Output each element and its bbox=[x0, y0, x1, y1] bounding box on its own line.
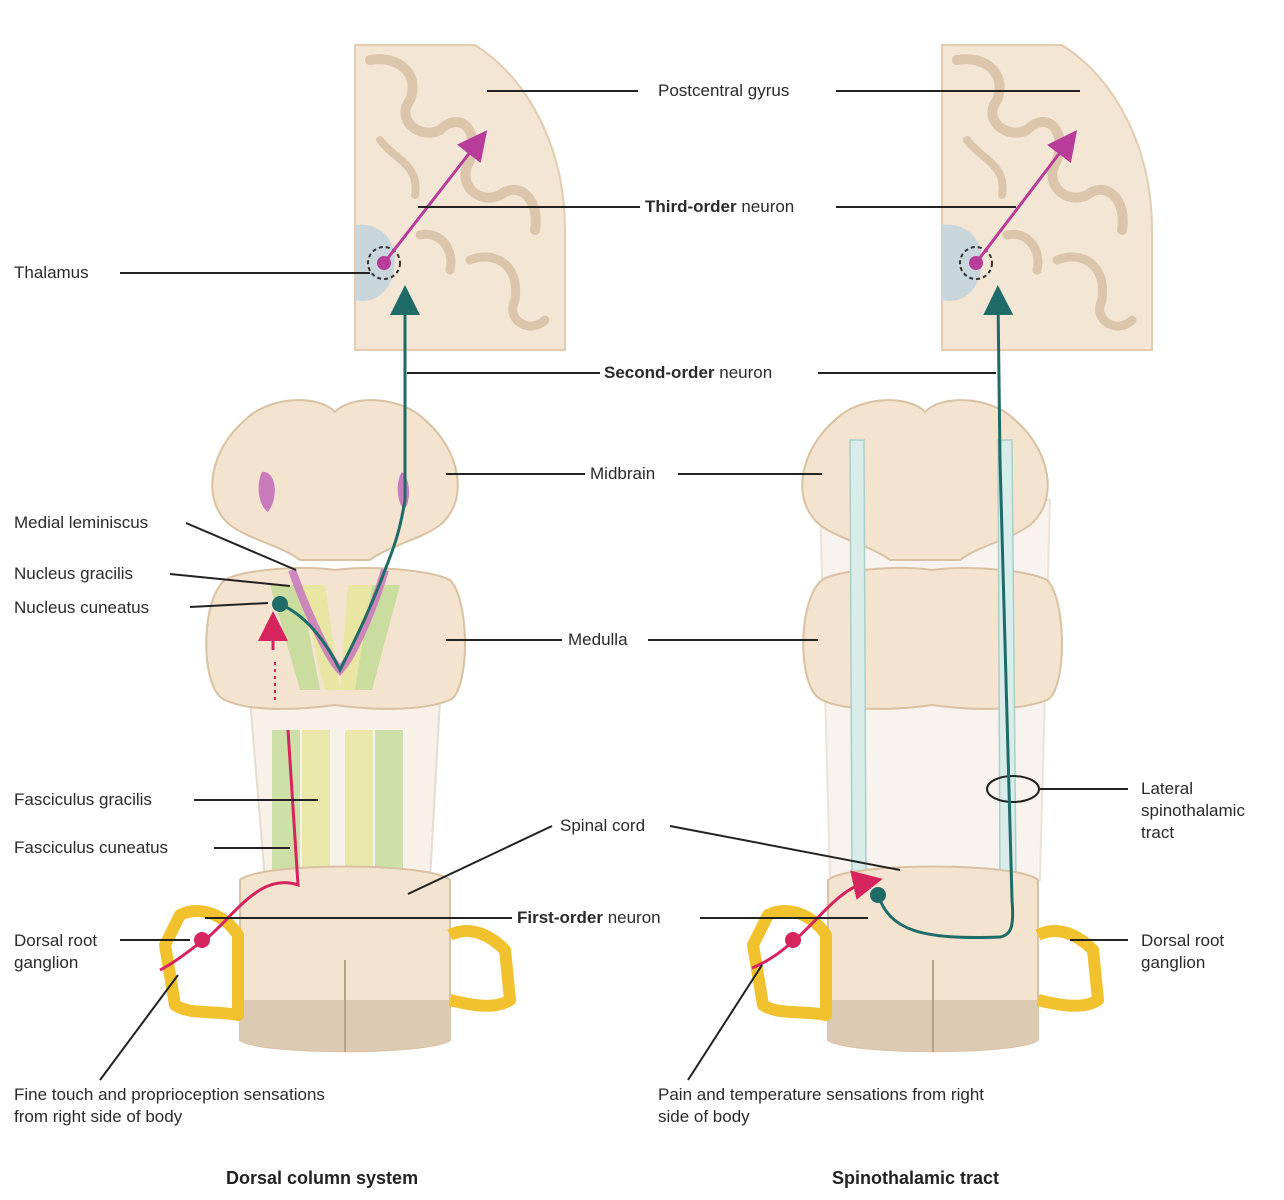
label-first-order-bold: First-order bbox=[517, 908, 603, 927]
label-nucleus-gracilis: Nucleus gracilis bbox=[14, 564, 134, 583]
label-thalamus: Thalamus bbox=[14, 263, 89, 282]
caption-dorsal-column-system: Dorsal column system bbox=[226, 1168, 419, 1188]
left-spinal-cord-section bbox=[159, 865, 516, 1053]
right-medulla bbox=[802, 567, 1063, 710]
label-first-order-rest: neuron bbox=[602, 908, 661, 927]
label-fasciculus-cuneatus: Fasciculus cuneatus bbox=[14, 838, 169, 857]
spinothalamic-system bbox=[747, 44, 1153, 1053]
label-medulla: Medulla bbox=[568, 630, 628, 649]
label-spinal-cord: Spinal cord bbox=[560, 816, 646, 835]
right-first-order-neuron bbox=[751, 870, 883, 970]
label-dorsal-root-ganglion-right: Dorsal root ganglion bbox=[1141, 931, 1225, 972]
label-lateral-spinothalamic-tract: Lateral spinothalamic tract bbox=[1141, 779, 1245, 842]
label-midbrain: Midbrain bbox=[590, 464, 656, 483]
dorsal-column-system bbox=[159, 44, 566, 1053]
left-fasciculus-gracilis-band bbox=[302, 730, 330, 880]
label-dorsal-root-ganglion-left: Dorsal root ganglion bbox=[14, 931, 98, 972]
lateral-tract-marker bbox=[986, 775, 1040, 803]
label-nucleus-cuneatus: Nucleus cuneatus bbox=[14, 598, 150, 617]
left-midbrain bbox=[211, 399, 459, 561]
label-second-order-neuron: Second-order neuron bbox=[604, 362, 772, 384]
left-second-order-neuron bbox=[279, 285, 420, 674]
label-pain-temperature: Pain and temperature sensations from rig… bbox=[658, 1085, 985, 1126]
label-second-order-rest: neuron bbox=[714, 363, 773, 382]
label-medial-lemniscus: Medial leminiscus bbox=[14, 513, 149, 532]
label-fasciculus-gracilis: Fasciculus gracilis bbox=[14, 790, 152, 809]
label-third-order-rest: neuron bbox=[736, 197, 795, 216]
label-postcentral-gyrus: Postcentral gyrus bbox=[658, 81, 790, 100]
label-second-order-bold: Second-order bbox=[604, 363, 715, 382]
leader-lines bbox=[99, 90, 1128, 1081]
right-second-order-neuron bbox=[876, 285, 1015, 939]
left-medulla bbox=[205, 567, 466, 710]
right-spinal-cord-section bbox=[747, 865, 1104, 1053]
caption-spinothalamic-tract: Spinothalamic tract bbox=[832, 1168, 1000, 1188]
label-first-order-neuron: First-order neuron bbox=[517, 907, 661, 929]
label-fine-touch: Fine touch and proprioception sensations… bbox=[14, 1085, 325, 1126]
label-third-order-bold: Third-order bbox=[645, 197, 737, 216]
label-third-order-neuron: Third-order neuron bbox=[645, 196, 794, 218]
left-brain-section bbox=[354, 44, 566, 351]
left-first-order-neuron bbox=[159, 729, 300, 972]
